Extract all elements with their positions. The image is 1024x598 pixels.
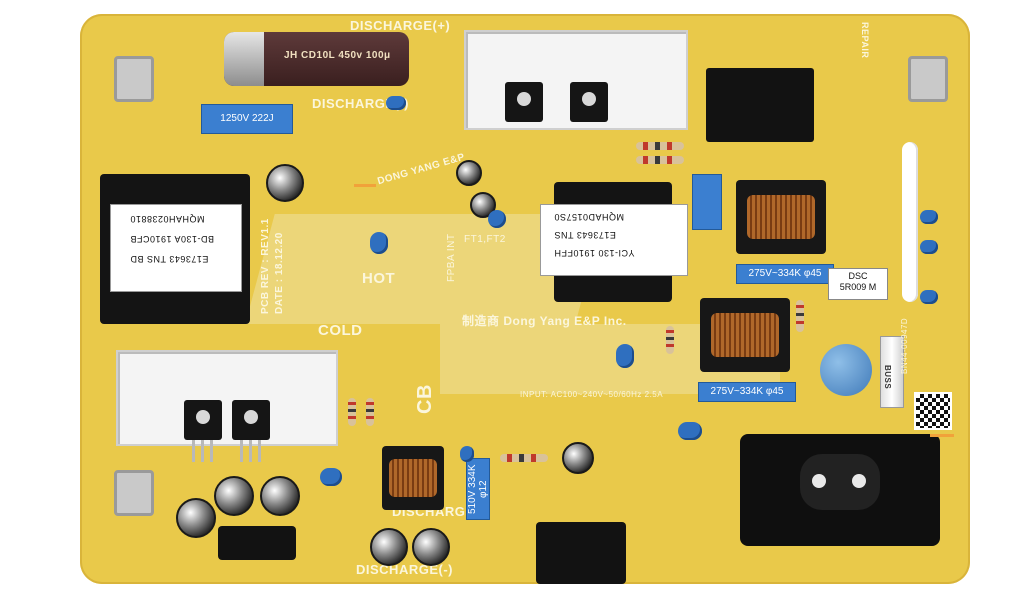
film-capacitor-top: 1250V 222J <box>201 104 293 134</box>
ceramic-capacitor <box>386 96 406 110</box>
film-capacitor-top-text: 1250V 222J <box>220 113 274 124</box>
film-capacitor-3: 510V 334K φ12 <box>466 458 490 520</box>
main-transformer: MQHAH0238810 BD-130A 1910CFB E173643 TNS… <box>100 174 250 324</box>
resistor <box>636 156 684 164</box>
bulk-capacitor: JH CD10L 450v 100μ <box>224 32 409 86</box>
socket-pin <box>812 474 826 488</box>
standby-transformer-text-1: MQHAD0157S0 <box>554 212 625 222</box>
bridge-rectifier <box>706 68 814 142</box>
plate-label: BN44-00947D <box>900 317 909 374</box>
standby-transformer-text-2: E173643 TNS <box>554 230 616 240</box>
repair-label: REPAIR <box>860 22 870 59</box>
transistor-leg <box>240 440 243 462</box>
trace-marker <box>354 184 376 187</box>
electrolytic-capacitor <box>214 476 254 516</box>
cold-label: COLD <box>318 322 363 339</box>
heatsink-left <box>116 350 338 446</box>
ceramic-capacitor <box>320 468 342 486</box>
dsc-sticker-title: DSC <box>848 271 868 281</box>
ceramic-capacitor <box>488 210 506 228</box>
common-mode-choke <box>736 180 826 254</box>
x-capacitor-2-text: 275V~334K φ45 <box>710 386 784 397</box>
ft-label: FT1,FT2 <box>464 234 506 245</box>
discharge-plus-label: DISCHARGE(+) <box>350 18 451 33</box>
transistor-leg <box>210 440 213 462</box>
resistor <box>366 398 374 426</box>
mosfet <box>232 400 270 440</box>
date-label: DATE : 18.12.20 <box>274 232 285 314</box>
fpba-label: FPBA INT <box>446 233 457 282</box>
x-capacitor-1: 275V~334K φ45 <box>736 264 834 284</box>
resistor <box>636 142 684 150</box>
resistor <box>348 398 356 426</box>
small-choke <box>382 446 444 510</box>
discharge-minus-label: DISCHARGE(-) <box>312 96 409 111</box>
dsc-sticker: DSC 5R009 M <box>828 268 888 300</box>
pcb-rev-label: PCB REV : REV1.1 <box>260 218 271 314</box>
dsc-sticker-code: 5R009 M <box>839 282 877 292</box>
ac-power-socket <box>740 434 940 546</box>
socket-cavity <box>800 454 880 510</box>
electrolytic-capacitor <box>266 164 304 202</box>
fuse-label: BUSS <box>883 365 892 390</box>
bulk-capacitor-text: JH CD10L 450v 100μ <box>284 50 391 61</box>
small-connector <box>218 526 296 560</box>
fuse: BUSS <box>880 336 904 408</box>
brand-label: DONG YANG E&P <box>376 151 467 188</box>
ceramic-capacitor <box>920 290 938 304</box>
mosfet <box>505 82 543 122</box>
ceramic-capacitor <box>920 210 938 224</box>
ceramic-capacitor <box>370 232 388 254</box>
electrolytic-capacitor <box>412 528 450 566</box>
rating-label: INPUT: AC100~240V~50/60Hz 2.5A <box>520 390 664 399</box>
common-mode-choke <box>700 298 790 372</box>
transistor-leg <box>258 440 261 462</box>
main-transformer-text-3: E173643 TNS BD <box>130 254 209 264</box>
hot-label: HOT <box>362 270 396 287</box>
varistor <box>820 344 872 396</box>
electrolytic-capacitor <box>562 442 594 474</box>
ceramic-capacitor <box>678 422 702 440</box>
ceramic-capacitor <box>616 344 634 368</box>
x-capacitor-1-text: 275V~334K φ45 <box>748 268 822 279</box>
socket-pin <box>852 474 866 488</box>
ceramic-capacitor <box>460 446 474 462</box>
standby-transformer-text-3: YCI-130 1910FFH <box>554 248 635 258</box>
standby-transformer: MQHAD0157S0 E173643 TNS YCI-130 1910FFH <box>540 182 688 302</box>
cb-label: CB <box>414 384 436 414</box>
mounting-hole <box>114 56 154 102</box>
electrolytic-capacitor <box>260 476 300 516</box>
main-transformer-text-2: BD-130A 1910CFB <box>130 234 215 244</box>
resistor <box>500 454 548 462</box>
transistor-leg <box>192 440 195 462</box>
resistor <box>796 300 804 332</box>
electrolytic-capacitor <box>370 528 408 566</box>
mounting-hole <box>908 56 948 102</box>
white-cable <box>902 142 918 302</box>
maker-label: 制造商 Dong Yang E&P Inc. <box>462 314 627 328</box>
electrolytic-capacitor <box>456 160 482 186</box>
qr-code <box>914 392 952 430</box>
transistor-leg <box>249 440 252 462</box>
ceramic-capacitor <box>920 240 938 254</box>
output-connector <box>536 522 626 584</box>
pcb-board: DISCHARGE(+) DISCHARGE(-) DISCHARGE(-) D… <box>80 14 970 584</box>
electrolytic-capacitor <box>176 498 216 538</box>
x-capacitor-2: 275V~334K φ45 <box>698 382 796 402</box>
transistor-leg <box>201 440 204 462</box>
film-capacitor-4 <box>692 174 722 230</box>
mosfet <box>184 400 222 440</box>
trace-marker <box>930 434 954 437</box>
mosfet <box>570 82 608 122</box>
film-capacitor-3-text: 510V 334K φ12 <box>467 464 489 514</box>
resistor <box>666 326 674 354</box>
main-transformer-text-1: MQHAH0238810 <box>130 214 205 224</box>
mounting-hole <box>114 470 154 516</box>
